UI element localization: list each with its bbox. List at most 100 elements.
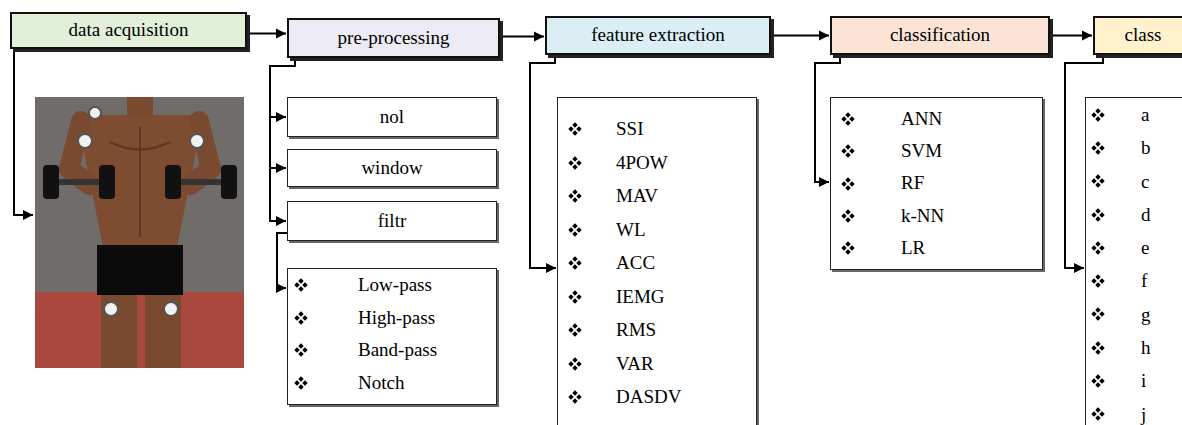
bullet-diamond <box>845 145 850 150</box>
bullet-diamond <box>572 264 577 269</box>
bullet-symbol <box>841 144 855 158</box>
bullet-diamond <box>298 311 303 316</box>
bullet-symbol <box>294 343 308 357</box>
list-row: d <box>1086 198 1182 231</box>
list-item: WL <box>616 213 646 247</box>
list-row: k-NN <box>831 200 1042 232</box>
list-item: g <box>1141 298 1151 331</box>
bullet-diamond <box>1091 145 1096 150</box>
bullet-diamond <box>845 241 850 246</box>
bullet-diamond <box>1091 378 1096 383</box>
stage-header: data acquisition <box>10 12 247 49</box>
list-row: SVM <box>831 135 1042 167</box>
bullet-diamond <box>568 361 573 366</box>
bullet-diamond <box>568 327 573 332</box>
bullet-diamond <box>1095 183 1100 188</box>
bullet-symbol <box>1091 241 1105 255</box>
bullet-diamond <box>849 213 854 218</box>
bullet-diamond <box>1091 412 1096 417</box>
left-leg <box>101 295 137 368</box>
bullet-diamond <box>1099 312 1104 317</box>
bullet-diamond <box>294 283 299 288</box>
photo-wall <box>35 97 244 368</box>
list-item: Low-pass <box>358 269 432 302</box>
bullet-diamond <box>1099 378 1104 383</box>
list-item: b <box>1141 131 1151 164</box>
bullet-diamond <box>298 376 303 381</box>
bullet-symbol <box>1091 407 1105 421</box>
bullet-diamond <box>298 344 303 349</box>
bullet-diamond <box>572 357 577 362</box>
filter-list: Low-passHigh-passBand-passNotch <box>287 268 497 405</box>
bullet-diamond <box>568 193 573 198</box>
stage-title: classification <box>890 25 990 46</box>
list-item: RF <box>901 167 924 199</box>
bullet-diamond <box>576 260 581 265</box>
step-label: window <box>361 158 422 179</box>
bullet-diamond <box>298 287 303 292</box>
list-row: Notch <box>288 367 496 400</box>
bullet-diamond <box>572 365 577 370</box>
bullet-diamond <box>1095 382 1100 387</box>
stage-header: classification <box>830 16 1050 55</box>
bullet-symbol <box>1091 341 1105 355</box>
bullet-diamond <box>576 126 581 131</box>
bullet-diamond <box>1095 208 1100 213</box>
list-item: High-pass <box>358 302 435 335</box>
bullet-diamond <box>572 223 577 228</box>
dumbbell-plate <box>165 165 181 199</box>
list-item: Band-pass <box>358 334 437 367</box>
bullet-symbol <box>568 156 582 170</box>
list-item: f <box>1141 264 1147 297</box>
electrode <box>190 134 204 148</box>
neck <box>127 97 153 117</box>
flow-arrow <box>530 57 556 268</box>
bullet-diamond <box>1095 349 1100 354</box>
bullet-diamond <box>1095 216 1100 221</box>
bullet-diamond <box>1095 108 1100 113</box>
bullet-diamond <box>1099 278 1104 283</box>
process-box: window <box>287 149 497 187</box>
bullet-diamond <box>576 227 581 232</box>
list-item: 4POW <box>616 146 668 180</box>
list-row: j <box>1086 398 1182 425</box>
list-row: LR <box>831 232 1042 264</box>
step-label: nol <box>380 107 404 128</box>
bullet-diamond <box>849 149 854 154</box>
list-item: SVM <box>901 135 942 167</box>
bullet-diamond <box>841 149 846 154</box>
bullet-diamond <box>1095 282 1100 287</box>
dumbbell-plate <box>43 165 59 199</box>
bullet-symbol <box>568 189 582 203</box>
bullet-diamond <box>568 294 573 299</box>
left-arm <box>69 121 90 185</box>
list-row: WL <box>558 213 756 247</box>
flow-arrow <box>277 233 287 288</box>
stage-title: class <box>1125 25 1162 46</box>
bullet-diamond <box>1095 274 1100 279</box>
bullet-diamond <box>572 231 577 236</box>
list-item: VAR <box>616 347 654 381</box>
bullet-symbol <box>568 357 582 371</box>
bullet-diamond <box>572 122 577 127</box>
right-arm <box>190 121 211 185</box>
bullet-diamond <box>845 153 850 158</box>
bullet-symbol <box>1091 208 1105 222</box>
list-row: i <box>1086 364 1182 397</box>
bullet-diamond <box>1095 175 1100 180</box>
bullet-diamond <box>572 323 577 328</box>
bullet-diamond <box>568 227 573 232</box>
bullet-symbol <box>1091 174 1105 188</box>
bullet-diamond <box>572 130 577 135</box>
bullet-diamond <box>572 331 577 336</box>
bullet-diamond <box>1095 308 1100 313</box>
bullet-symbol <box>294 278 308 292</box>
bullet-diamond <box>1091 212 1096 217</box>
bullet-symbol <box>1091 374 1105 388</box>
bullet-diamond <box>849 116 854 121</box>
bullet-symbol <box>568 323 582 337</box>
bullet-symbol <box>568 256 582 270</box>
leader-line <box>14 49 33 215</box>
list-row: 4POW <box>558 146 756 180</box>
bullet-diamond <box>302 283 307 288</box>
